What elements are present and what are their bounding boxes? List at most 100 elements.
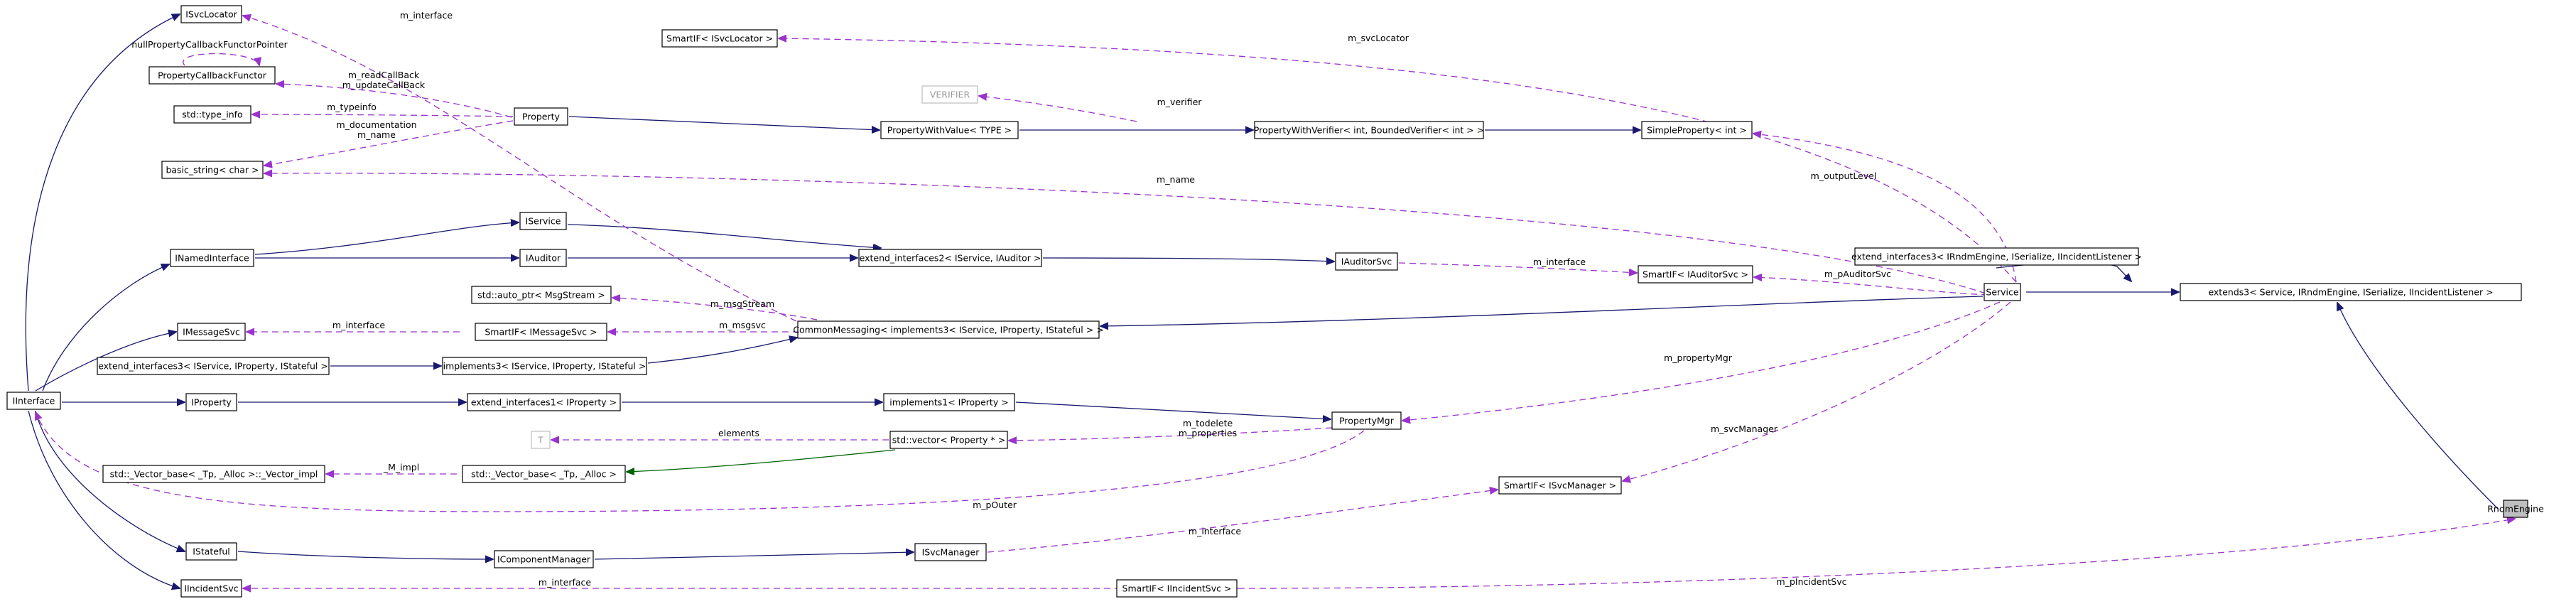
class-node-CommonMessaging[interactable]: CommonMessaging< implements3< IService, … (793, 320, 1104, 339)
class-box[interactable] (173, 105, 251, 124)
class-node-IIncidentSvc[interactable]: IIncidentSvc (180, 579, 242, 598)
class-box[interactable] (442, 357, 647, 375)
class-box[interactable] (1641, 121, 1753, 139)
edge-line (567, 224, 881, 248)
class-node-ISvcLocator[interactable]: ISvcLocator (180, 5, 242, 23)
class-node-extend_interfaces1[interactable]: extend_interfaces1< IProperty > (467, 393, 621, 411)
class-box[interactable] (1638, 265, 1753, 284)
edge-line (1009, 427, 1333, 441)
class-node-SmartIF_ISvcLocator[interactable]: SmartIF< ISvcLocator > (661, 29, 778, 48)
edge-IIncidentSvc-to-SmartIF_IIncidentSvc: m_interface (243, 577, 1238, 588)
edge-ISvcLocator-to-SmartIF_ISvcLocator: m_interface (243, 10, 797, 322)
class-box[interactable] (1254, 121, 1484, 139)
edge-IService-to-extend_interfaces2 (567, 224, 881, 248)
class-node-extends3[interactable]: extends3< Service, IRndmEngine, ISeriali… (2180, 283, 2522, 301)
class-box[interactable] (1984, 283, 2021, 301)
class-box[interactable] (914, 543, 987, 561)
edge-line (35, 332, 176, 392)
class-node-basic_string[interactable]: basic_string< char > (161, 161, 264, 179)
class-box[interactable] (514, 107, 568, 126)
class-node-extend_interfaces2[interactable]: extend_interfaces2< IService, IAuditor > (858, 249, 1042, 267)
class-box[interactable] (177, 323, 246, 341)
class-node-IStateful[interactable]: IStateful (185, 542, 237, 561)
class-node-Service[interactable]: Service (1984, 283, 2021, 301)
class-box[interactable] (519, 212, 567, 230)
class-box[interactable] (858, 249, 1042, 267)
class-node-ISvcManager[interactable]: ISvcManager (914, 543, 987, 561)
class-box[interactable] (180, 5, 242, 23)
class-box[interactable] (185, 542, 237, 561)
class-box[interactable] (462, 465, 626, 483)
class-node-Property[interactable]: Property (514, 107, 568, 126)
edge-extend_interfaces2-to-IAuditorSvc (1042, 258, 1334, 261)
class-box[interactable] (519, 249, 567, 267)
class-box[interactable] (467, 393, 621, 411)
class-box[interactable] (1335, 252, 1398, 271)
class-node-IAuditorSvc[interactable]: IAuditorSvc (1335, 252, 1398, 271)
class-node-implements1[interactable]: implements1< IProperty > (883, 393, 1015, 411)
class-node-IComponentManager[interactable]: IComponentManager (494, 550, 594, 568)
edge-label: elements (718, 428, 759, 438)
class-box[interactable] (471, 286, 612, 304)
class-box[interactable] (1331, 411, 1402, 430)
class-node-PropertyWithVerifier[interactable]: PropertyWithVerifier< int, BoundedVerifi… (1254, 121, 1484, 139)
class-node-PropertyMgr[interactable]: PropertyMgr (1331, 411, 1402, 430)
edge-SmartIF_ISvcManager-to-Service: m_svcManager (1623, 301, 2011, 481)
class-box[interactable] (6, 392, 61, 410)
class-box[interactable] (475, 323, 607, 341)
class-box[interactable] (1116, 579, 1238, 598)
edge-label: m_interface (332, 320, 385, 330)
class-box[interactable] (170, 249, 254, 267)
class-box[interactable] (889, 431, 1008, 449)
class-box[interactable] (2503, 500, 2528, 518)
edge-line (627, 449, 896, 472)
class-node-SmartIF_ISvcManager[interactable]: SmartIF< ISvcManager > (1498, 476, 1622, 495)
class-node-VERIFIER[interactable]: VERIFIER (921, 85, 978, 104)
class-box[interactable] (661, 29, 778, 48)
class-box[interactable] (531, 431, 551, 449)
class-box[interactable] (148, 66, 276, 85)
class-box[interactable] (1498, 476, 1622, 495)
class-box[interactable] (97, 357, 330, 375)
class-node-SimpleProperty[interactable]: SimpleProperty< int > (1641, 121, 1753, 139)
class-node-Vector_base[interactable]: std::_Vector_base< _Tp, _Alloc > (462, 465, 626, 483)
class-node-IMessageSvc[interactable]: IMessageSvc (177, 323, 246, 341)
class-node-type_info[interactable]: std::type_info (173, 105, 251, 124)
class-node-SmartIF_IIncidentSvc[interactable]: SmartIF< IIncidentSvc > (1116, 579, 1238, 598)
class-node-IInterface[interactable]: IInterface (6, 392, 61, 410)
class-node-PropertyWithValue[interactable]: PropertyWithValue< TYPE > (880, 121, 1019, 139)
class-node-Vector_impl[interactable]: std::_Vector_base< _Tp, _Alloc >::_Vecto… (102, 465, 325, 483)
class-node-vector_Property[interactable]: std::vector< Property * > (889, 431, 1008, 449)
class-node-SmartIF_IAuditorSvc[interactable]: SmartIF< IAuditorSvc > (1638, 265, 1753, 284)
class-node-extend_interfaces3_rndm[interactable]: extend_interfaces3< IRndmEngine, ISerial… (1851, 247, 2142, 266)
class-label: RndmEngine (2487, 504, 2544, 514)
class-box[interactable] (921, 85, 978, 104)
class-node-RndmEngine[interactable]: RndmEngine (2487, 500, 2544, 518)
class-node-T[interactable]: T (531, 431, 551, 449)
edge-line (779, 38, 2017, 283)
class-node-IProperty[interactable]: IProperty (185, 393, 237, 411)
class-box[interactable] (1854, 247, 2139, 266)
edge-line (1754, 277, 1988, 296)
class-node-INamedInterface[interactable]: INamedInterface (170, 249, 254, 267)
class-node-extend_interfaces3_svc[interactable]: extend_interfaces3< IService, IProperty,… (97, 357, 330, 375)
class-box[interactable] (161, 161, 264, 179)
class-box[interactable] (180, 579, 242, 598)
class-node-auto_ptr_MsgStream[interactable]: std::auto_ptr< MsgStream > (471, 286, 612, 304)
edge-line (594, 552, 914, 560)
class-node-IService[interactable]: IService (519, 212, 567, 230)
class-node-IAuditor[interactable]: IAuditor (519, 249, 567, 267)
class-box[interactable] (797, 320, 1100, 339)
class-node-SmartIF_IMessageSvc[interactable]: SmartIF< IMessageSvc > (475, 323, 607, 341)
class-box[interactable] (883, 393, 1015, 411)
class-box[interactable] (102, 465, 325, 483)
class-box[interactable] (494, 550, 594, 568)
class-box[interactable] (185, 393, 237, 411)
class-node-implements3[interactable]: implements3< IService, IProperty, IState… (442, 357, 647, 375)
edge-IMessageSvc-to-SmartIF_IMessageSvc: m_interface (247, 320, 460, 332)
class-box[interactable] (880, 121, 1019, 139)
class-box[interactable] (2180, 283, 2522, 301)
edge-implements1-to-PropertyMgr (1015, 401, 1331, 419)
class-node-PropertyCallbackFunctor[interactable]: PropertyCallbackFunctor (148, 66, 276, 85)
